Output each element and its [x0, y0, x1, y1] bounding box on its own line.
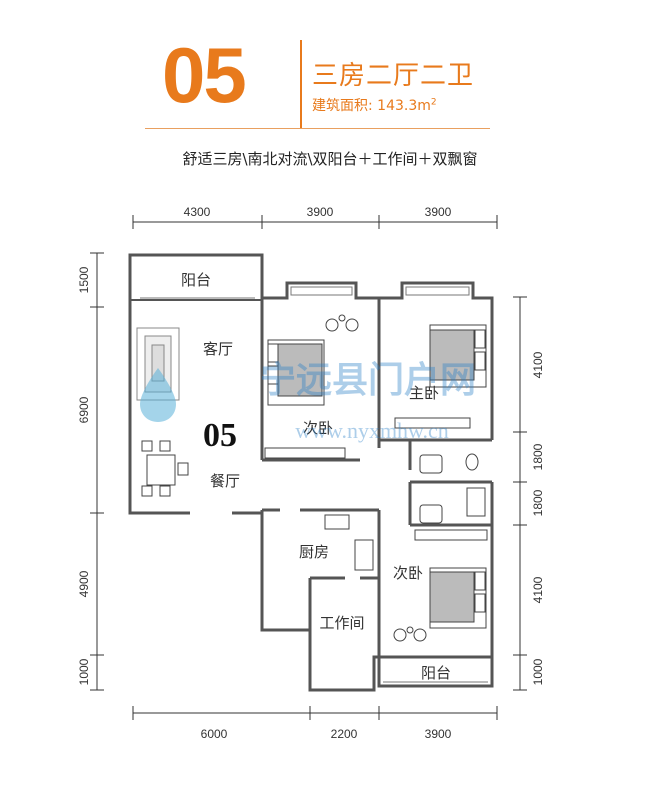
dim-right-5: 1000 — [531, 658, 545, 685]
chairs — [325, 314, 427, 642]
room-living: 客厅 — [203, 340, 233, 358]
dim-bottom-1: 6000 — [201, 727, 228, 741]
plan-label: 05 — [203, 417, 237, 454]
header: 05 三房二厅二卫 建筑面积: 143.3m2 — [0, 0, 660, 140]
wardrobes — [264, 417, 488, 541]
dim-right-4: 4100 — [531, 576, 545, 603]
header-divider — [300, 40, 302, 128]
room-balcony-bottom: 阳台 — [421, 664, 451, 682]
bed-master — [429, 324, 487, 388]
room-bedroom-top: 次卧 — [303, 419, 333, 437]
bathroom-fixtures — [419, 453, 486, 524]
dim-top-1: 4300 — [184, 205, 211, 219]
room-dining: 餐厅 — [210, 472, 240, 490]
bed-top-left — [267, 339, 325, 406]
dim-right-2: 1800 — [531, 443, 545, 470]
top-dimension-line — [132, 215, 498, 229]
watermark-url: www.nyxmhw.cn — [295, 418, 449, 443]
dim-right-1: 4100 — [531, 351, 545, 378]
header-underline — [145, 128, 490, 129]
floor-area: 建筑面积: 143.3m2 — [312, 95, 437, 115]
room-workroom: 工作间 — [319, 614, 364, 632]
dim-left-2: 6900 — [77, 396, 91, 423]
unit-number: 05 — [162, 31, 247, 119]
area-label: 建筑面积: — [312, 98, 373, 114]
dim-bottom-2: 2200 — [331, 727, 358, 741]
dim-left-4: 1000 — [77, 658, 91, 685]
dim-top-3: 3900 — [425, 205, 452, 219]
dim-left-3: 4900 — [77, 570, 91, 597]
watermark: 宁远县门户网 www.nyxmhw.cn — [140, 360, 476, 443]
watermark-drop-icon — [140, 368, 176, 422]
right-dimension-line — [513, 296, 527, 691]
walls — [128, 253, 494, 692]
features-text: 舒适三房\南北对流\双阳台＋工作间＋双飘窗 — [182, 150, 478, 168]
left-dimension-line — [90, 252, 104, 691]
bed-bottom — [429, 567, 487, 629]
room-bedroom-bottom: 次卧 — [393, 564, 423, 582]
dim-top-2: 3900 — [307, 205, 334, 219]
room-master-bedroom: 主卧 — [409, 384, 439, 402]
dim-right-3: 1800 — [531, 489, 545, 516]
dim-bottom-3: 3900 — [425, 727, 452, 741]
kitchen-counter — [324, 514, 374, 571]
unit-type: 三房二厅二卫 — [312, 61, 475, 91]
dining-table — [141, 440, 189, 497]
room-kitchen: 厨房 — [299, 543, 329, 561]
area-unit-superscript: 2 — [430, 97, 437, 108]
windows — [140, 286, 488, 683]
watermark-title: 宁远县门户网 — [260, 360, 476, 401]
dim-left-1: 1500 — [77, 266, 91, 293]
bottom-dimension-line — [132, 706, 498, 720]
room-balcony-top: 阳台 — [181, 271, 211, 289]
area-value: 143.3m — [377, 98, 431, 114]
